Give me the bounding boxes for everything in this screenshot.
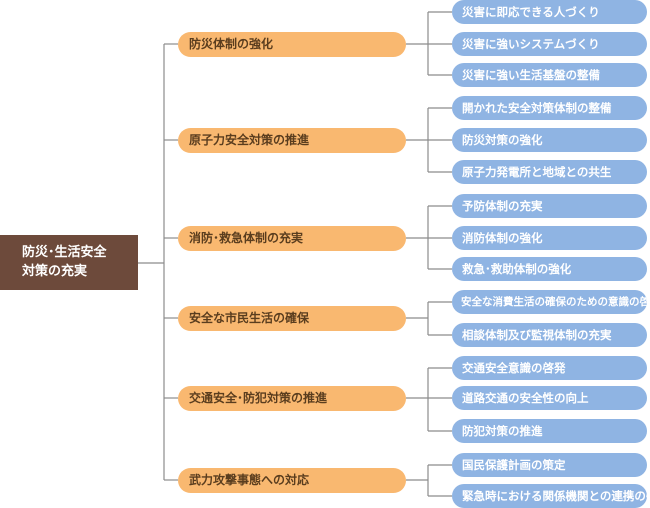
item-node: 交通安全意識の啓発	[452, 356, 647, 380]
category-node: 防災体制の強化	[178, 32, 406, 57]
item-node: 原子力発電所と地域との共生	[452, 160, 647, 184]
item-node: 災害に強い生活基盤の整備	[452, 63, 647, 87]
item-node: 予防体制の充実	[452, 194, 647, 218]
connector-group-2	[406, 107, 452, 173]
root-label-line-2: 対策の充実	[22, 264, 88, 279]
item-node: 相談体制及び監視体制の充実	[452, 323, 647, 347]
item-node: 災害に即応できる人づくり	[452, 0, 647, 24]
connector-group-5	[406, 367, 452, 432]
item-node: 救急･救助体制の強化	[452, 257, 647, 281]
category-node: 安全な市民生活の確保	[178, 306, 406, 331]
item-node: 開かれた安全対策体制の整備	[452, 96, 647, 120]
connector-group-4	[406, 301, 452, 336]
item-node: 消防体制の強化	[452, 226, 647, 250]
connector-group-1	[406, 11, 452, 76]
item-node: 防犯対策の推進	[452, 419, 647, 443]
category-node: 武力攻撃事態への対応	[178, 468, 406, 493]
connector-group-3	[406, 205, 452, 270]
item-node: 国民保護計画の策定	[452, 453, 647, 477]
item-node: 防災対策の強化	[452, 128, 647, 152]
item-node: 道路交通の安全性の向上	[452, 386, 647, 410]
category-node: 交通安全･防犯対策の推進	[178, 386, 406, 411]
category-node: 原子力安全対策の推進	[178, 128, 406, 153]
root-label-line-1: 防災･生活安全	[22, 245, 107, 260]
item-node: 安全な消費生活の確保のための意識の啓発	[452, 290, 647, 314]
category-node: 消防･救急体制の充実	[178, 226, 406, 251]
item-node: 緊急時における関係機関との連携の強化	[452, 484, 647, 508]
item-node: 災害に強いシステムづくり	[452, 32, 647, 56]
connector-group-6	[406, 464, 452, 497]
root-node: 防災･生活安全 対策の充実	[0, 235, 138, 290]
